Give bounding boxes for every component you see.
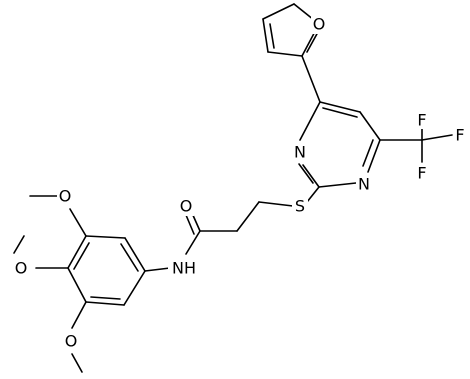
bond-pyr-c4-c5-double xyxy=(322,107,358,118)
atom-n-pyrimidine-lower: N xyxy=(358,175,370,194)
bond-ar-c2-c3 xyxy=(85,235,126,239)
bond-c5-o-lower xyxy=(71,301,87,329)
bond-pyr-c6-n1 xyxy=(367,139,381,173)
bond-ar-c4-c5 xyxy=(67,267,87,303)
atom-n-pyrimidine-upper: N xyxy=(294,143,306,162)
bond-pyr-n1-c2 xyxy=(318,182,357,188)
atom-f-top: F xyxy=(417,111,426,130)
bond-o-lower-ch3 xyxy=(71,353,83,373)
atom-f-right: F xyxy=(455,126,464,145)
bond-o-middle-ch3 xyxy=(13,235,25,254)
bond-c-o-b xyxy=(185,214,195,235)
bond-ar-c1-c2-double xyxy=(120,243,139,272)
bond-pyr-c6-n1-double xyxy=(362,139,374,167)
bond-ar-c1-c2 xyxy=(124,237,146,272)
bond-s-ch2a xyxy=(258,201,294,207)
bond-pyr-c4-c5 xyxy=(319,101,361,113)
bond-ar-c5-c6 xyxy=(85,301,125,306)
atom-o-methoxy-middle: O xyxy=(15,259,28,278)
bond-furan-c4-c3-double xyxy=(269,23,275,49)
bond-c3-o-upper xyxy=(69,208,87,237)
bond-pyr-c2-n3-double xyxy=(298,163,314,184)
bond-layer xyxy=(13,3,453,373)
bond-furan-c4-c3 xyxy=(262,18,269,53)
bond-furan-pyrimidine xyxy=(301,55,321,103)
bond-ch2a-ch2b xyxy=(236,201,260,232)
bond-cf3-f-right xyxy=(421,134,453,141)
bond-ar-c5-c6-double xyxy=(90,296,121,300)
bond-furan-c5-double xyxy=(306,31,319,53)
bond-pyr-c5-c6 xyxy=(359,111,381,141)
bond-ar-c3-c4-double xyxy=(73,242,90,270)
bond-pyr-c2-n3 xyxy=(302,164,320,188)
atom-o-furan: O xyxy=(313,15,326,34)
atom-f-bottom: F xyxy=(417,164,426,183)
bond-pyr-n3-c4 xyxy=(299,101,321,141)
bond-furan-c5-c4 xyxy=(267,51,303,57)
atom-o-carbonyl: O xyxy=(180,197,193,216)
atom-o-methoxy-lower: O xyxy=(65,332,78,351)
atom-label-layer: O N N F F F S O NH O O O xyxy=(13,14,467,352)
bond-ar-c3-c4 xyxy=(67,235,87,269)
bond-nh-aryl xyxy=(144,267,171,272)
atom-nh-amide: NH xyxy=(172,259,196,278)
bond-c2-s xyxy=(306,186,320,203)
bond-furan-c3-c2 xyxy=(262,3,295,20)
atom-o-methoxy-upper: O xyxy=(59,187,72,206)
bond-ar-c6-c1 xyxy=(123,270,146,306)
atom-s: S xyxy=(295,197,305,216)
bond-carbonyl-nh xyxy=(185,230,201,255)
